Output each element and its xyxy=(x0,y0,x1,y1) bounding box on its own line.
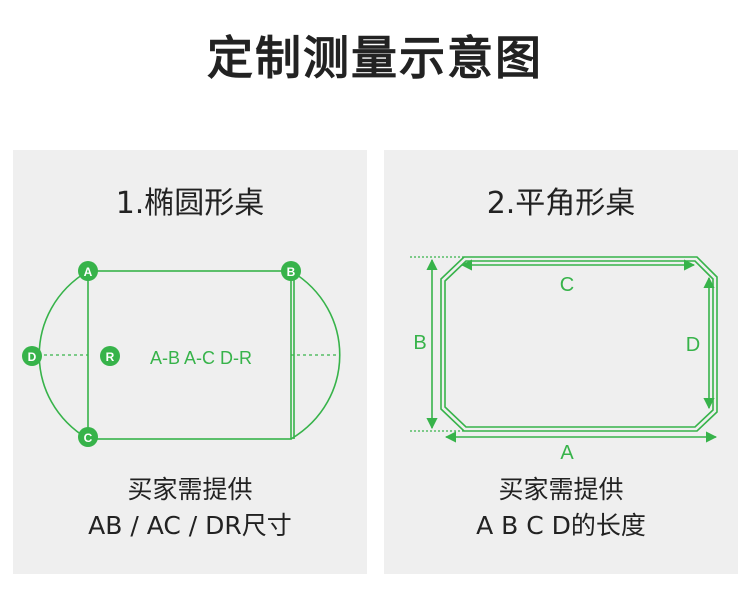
flat-corner-table-heading: 2.平角形桌 xyxy=(486,186,636,221)
dim-c-label: C xyxy=(560,274,574,296)
oval-formula-label: A-B A-C D-R xyxy=(150,348,252,368)
dim-b-label: B xyxy=(413,332,426,354)
marker-r-label: R xyxy=(106,350,115,364)
marker-c: C xyxy=(78,427,98,447)
dim-d-label: D xyxy=(686,334,700,356)
marker-c-dot xyxy=(78,427,98,447)
oval-right-arc xyxy=(290,270,341,440)
flat-note-line2: A B C D的长度 xyxy=(476,511,646,540)
flat-note-line1: 买家需提供 xyxy=(498,475,624,504)
flat-corner-table-panel: 2.平角形桌 C B D A 买家需提供 xyxy=(384,150,738,574)
page-title: 定制测量示意图 xyxy=(207,31,543,85)
marker-d: D xyxy=(22,346,42,366)
flat-table-outer-outline xyxy=(440,256,718,432)
marker-b-label: B xyxy=(287,265,296,279)
marker-a-label: A xyxy=(84,265,93,279)
flat-corner-table-diagram: C B D A xyxy=(410,256,718,464)
dim-a-label: A xyxy=(560,442,574,464)
marker-a-dot xyxy=(78,261,98,281)
marker-c-label: C xyxy=(84,431,93,445)
marker-r: R xyxy=(100,346,120,366)
oval-table-diagram: A B C D R A-B A-C D-R xyxy=(22,261,341,447)
marker-d-label: D xyxy=(28,350,37,364)
oval-note-line2: AB / AC / DR尺寸 xyxy=(88,511,292,540)
marker-r-dot xyxy=(100,346,120,366)
oval-table-heading: 1.椭圆形桌 xyxy=(115,186,265,221)
oval-table-panel: 1.椭圆形桌 A B C xyxy=(13,150,367,574)
marker-a: A xyxy=(78,261,98,281)
flat-table-inner-outline xyxy=(444,260,714,428)
marker-d-dot xyxy=(22,346,42,366)
oval-note-line1: 买家需提供 xyxy=(127,475,253,504)
marker-b-dot xyxy=(281,261,301,281)
marker-b: B xyxy=(281,261,301,281)
